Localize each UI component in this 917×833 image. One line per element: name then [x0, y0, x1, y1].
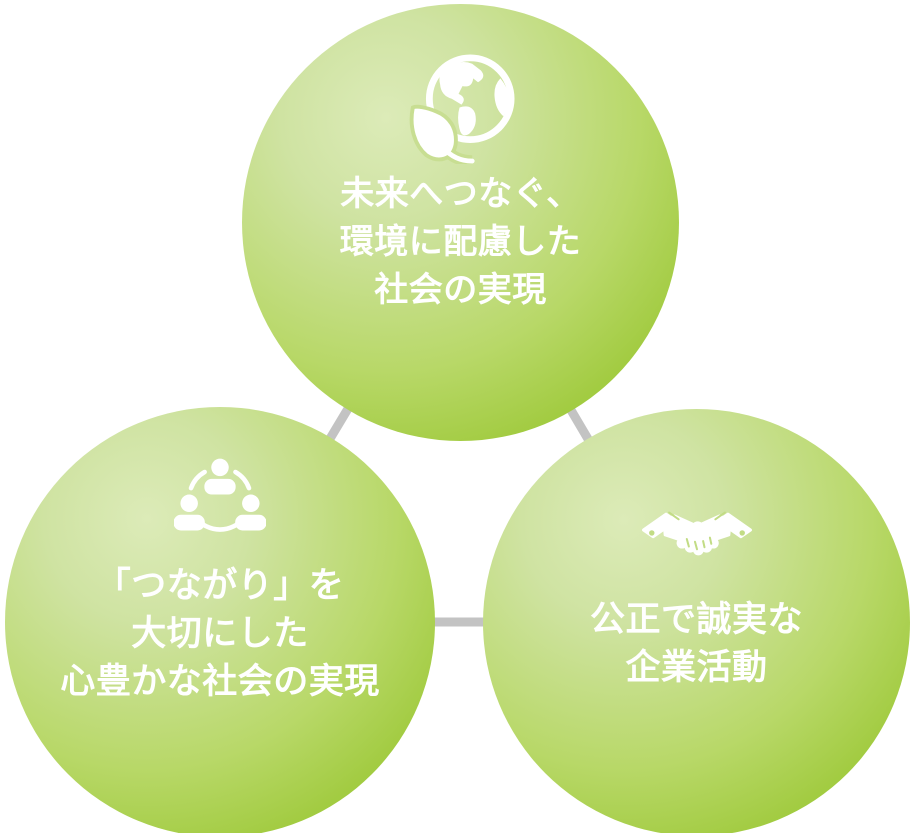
node-environment-label: 未来へつなぐ、 環境に配慮した 社会の実現	[340, 170, 582, 314]
label-line: 社会の実現	[374, 271, 547, 309]
label-line: 公正で誠実な	[589, 600, 803, 639]
node-environment-circle: 未来へつなぐ、 環境に配慮した 社会の実現	[242, 4, 679, 441]
label-line: 大切にした	[131, 614, 309, 653]
label-line: 未来へつなぐ、	[340, 175, 581, 213]
node-integrity-label: 公正で誠実な 企業活動	[590, 596, 803, 692]
people-network-icon	[174, 458, 266, 532]
node-integrity-circle: 公正で誠実な 企業活動	[483, 409, 910, 833]
label-line: 環境に配慮した	[339, 223, 582, 261]
label-line: 「つながり」を	[95, 566, 345, 605]
node-connection-circle: 「つながり」を 大切にした 心豊かな社会の実現	[5, 407, 435, 833]
label-line: 心豊かな社会の実現	[60, 662, 380, 701]
globe-leaf-icon	[409, 54, 515, 164]
handshake-icon	[641, 511, 752, 556]
node-connection-label: 「つながり」を 大切にした 心豊かな社会の実現	[60, 562, 380, 706]
label-line: 企業活動	[625, 648, 768, 687]
